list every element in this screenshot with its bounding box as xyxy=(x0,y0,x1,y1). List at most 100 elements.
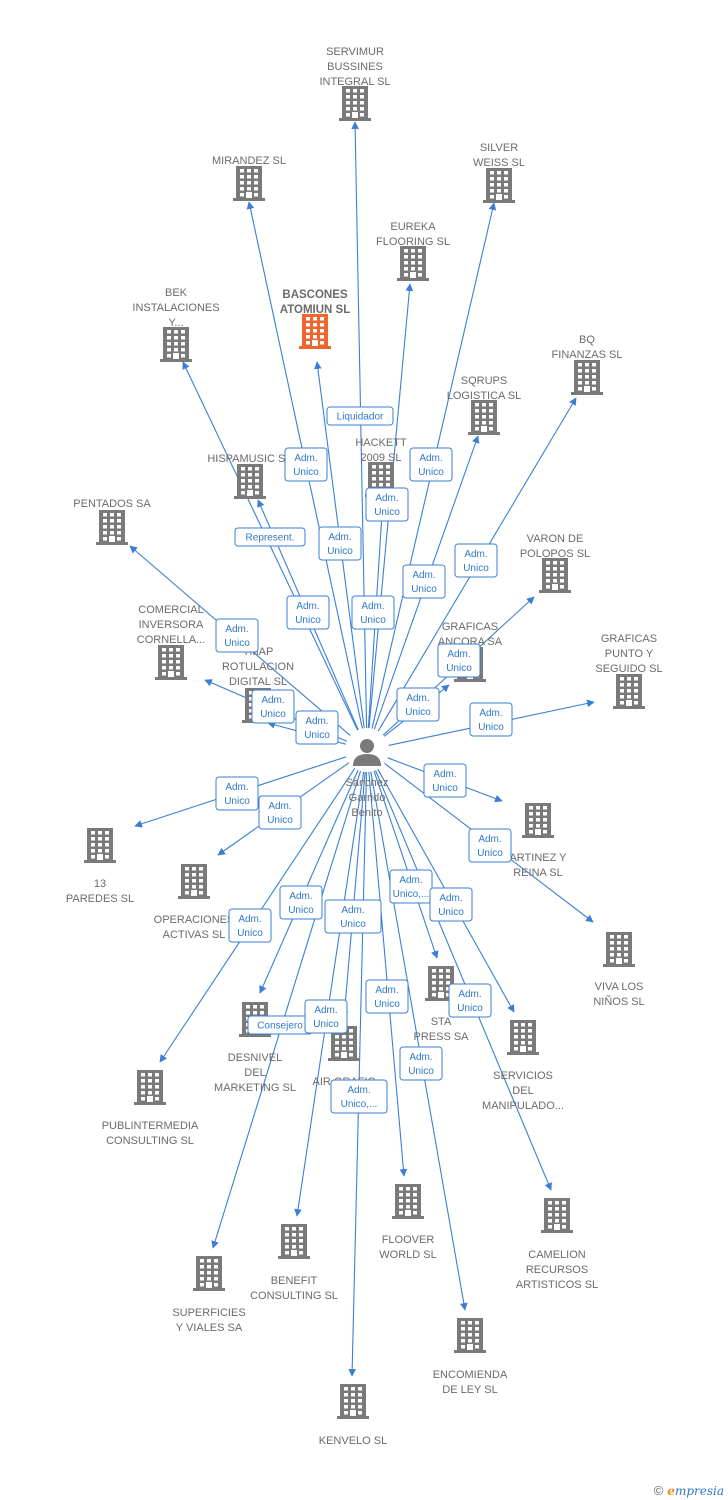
building-icon xyxy=(160,327,192,362)
building-icon xyxy=(278,1224,310,1259)
building-icon xyxy=(233,166,265,201)
edge-kenvelo xyxy=(348,771,368,1377)
edge-label-text: Adm. xyxy=(412,570,435,581)
company-name-line: CAMELION xyxy=(528,1249,586,1261)
company-node-servimur[interactable]: SERVIMUR BUSSINES INTEGRAL SL xyxy=(319,46,391,121)
edge-label-text: Unico xyxy=(463,563,489,574)
edge-label-text: Unico xyxy=(237,928,263,939)
edge-label-7: Adm. Unico xyxy=(402,564,446,599)
person-name-line: Garrido xyxy=(349,792,386,804)
edge-label-text: Unico xyxy=(374,999,400,1010)
company-node-eureka[interactable]: EUREKA FLOORING SL xyxy=(376,221,450,281)
edge-label-text: Adm. xyxy=(328,532,351,543)
company-name-line: KENVELO SL xyxy=(319,1435,387,1447)
edge-label-text: Unico xyxy=(313,1019,339,1030)
edge-label-text: Unico xyxy=(477,848,503,859)
company-node-mirandez[interactable]: MIRANDEZ SL xyxy=(212,155,286,201)
company-name-line: DIGITAL SL xyxy=(229,676,287,688)
edge-superficies xyxy=(211,770,362,1249)
company-name-line: FLOOVER xyxy=(382,1234,435,1246)
edge-label-22: Adm. Unico,... xyxy=(389,869,433,904)
company-node-pentados[interactable]: PENTADOS SA xyxy=(73,498,151,545)
person-head xyxy=(360,739,374,753)
building-icon xyxy=(454,1318,486,1353)
edge-label-text: Adm. xyxy=(399,875,422,886)
company-name-line: ENCOMIENDA xyxy=(433,1369,508,1381)
company-name-line: PAREDES SL xyxy=(66,893,134,905)
building-icon xyxy=(328,1026,360,1061)
building-icon xyxy=(339,86,371,121)
building-icon xyxy=(468,400,500,435)
edge-label-12: Adm.Unico xyxy=(396,687,440,722)
edge-label-text: Unico xyxy=(457,1003,483,1014)
brand-initial: e xyxy=(667,1484,675,1498)
edge-label-text: Adm. xyxy=(433,769,456,780)
company-name-line: INTEGRAL SL xyxy=(319,76,390,88)
building-icon xyxy=(155,645,187,680)
building-icon xyxy=(84,828,116,863)
edge-label-text: Adm. xyxy=(439,893,462,904)
company-name-line: STA xyxy=(431,1016,452,1028)
company-node-kenvelo[interactable]: KENVELO SL xyxy=(319,1384,387,1447)
company-node-bek[interactable]: BEKINSTALACIONESY... xyxy=(132,287,220,362)
edge-label-1: Adm.Unico xyxy=(284,447,328,482)
edge-label-text: Adm. xyxy=(341,905,364,916)
building-icon xyxy=(134,1070,166,1105)
company-name-line: ROTULACION xyxy=(222,661,294,673)
edge-label-0: Liquidador xyxy=(326,406,394,426)
edge-label-11: Adm.Unico xyxy=(437,643,481,678)
brand-footer[interactable]: ©empresia xyxy=(654,1483,724,1498)
company-node-servicios[interactable]: SERVICIOSDELMANIPULADO... xyxy=(482,1020,564,1112)
edge-label-text: Adm. xyxy=(464,549,487,560)
edge-label-text: Unico xyxy=(411,584,437,595)
company-name-line: Y... xyxy=(168,317,183,329)
person-name-line: Sanchez xyxy=(346,777,389,789)
company-name-line: EUREKA xyxy=(390,221,436,233)
edge-label-text: Unico xyxy=(224,638,250,649)
company-name-line: BQ xyxy=(579,334,595,346)
company-name-line: SERVIMUR xyxy=(326,46,384,58)
edge-label-text: Unico xyxy=(340,919,366,930)
company-name-line: BUSSINES xyxy=(327,61,383,73)
copyright-symbol: © xyxy=(653,1483,664,1498)
edge-label-16: Adm.Unico xyxy=(423,763,467,798)
company-name-line: ACTIVAS SL xyxy=(163,929,226,941)
company-node-comercial[interactable]: COMERCIALINVERSORACORNELLA... xyxy=(137,604,205,680)
company-name-line: ARTINEZ Y xyxy=(509,852,567,864)
company-name-line: NIÑOS SL xyxy=(593,995,644,1008)
edge-label-text: Adm. xyxy=(447,649,470,660)
company-name-line: FLOORING SL xyxy=(376,236,450,248)
company-name-line: PUBLINTERMEDIA xyxy=(102,1120,199,1132)
edge-label-text: Adm. xyxy=(375,493,398,504)
edge-label-18: Adm.Unico xyxy=(258,795,302,830)
edge-label-text: Adm. xyxy=(375,985,398,996)
edge-label-15: Adm.Unico xyxy=(469,702,513,737)
edge-air xyxy=(340,771,366,1019)
building-icon xyxy=(613,674,645,709)
edge-label-4: Represent. xyxy=(234,527,306,547)
company-node-hispamusic[interactable]: HISPAMUSIC SA xyxy=(207,453,293,499)
company-name-line: MANIPULADO... xyxy=(482,1100,564,1112)
edge-label-text: Unico xyxy=(374,507,400,518)
edge-label-text: Unico xyxy=(360,615,386,626)
edge-label-text: Adm. xyxy=(361,601,384,612)
edge-label-text: Unico,... xyxy=(393,889,430,900)
